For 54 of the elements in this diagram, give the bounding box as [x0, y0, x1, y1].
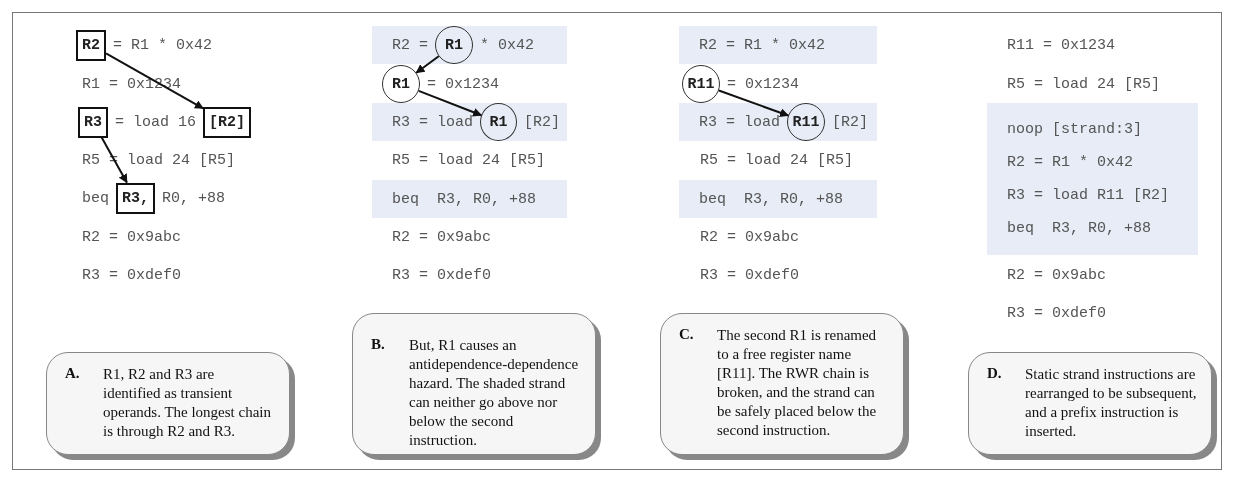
- shaded-band: [679, 180, 877, 218]
- code-text: noop [strand:3]: [1007, 121, 1143, 138]
- code-text: beq R3, R0, +88: [1007, 220, 1152, 237]
- code-text: R2 = 0x9abc: [1007, 266, 1107, 284]
- shaded-band: [679, 103, 877, 141]
- code-text: beq R3, R0, +88: [699, 190, 844, 208]
- code-text: R0, +88: [162, 189, 226, 207]
- arrow: [717, 89, 790, 117]
- shaded-band: [372, 180, 567, 218]
- arrow: [415, 55, 440, 74]
- code-text: R5 = load 24 [R5]: [1007, 75, 1161, 93]
- code-text: [R2]: [524, 113, 560, 131]
- code-text: = R1 * 0x42: [113, 36, 213, 54]
- code-text: R5 = load 24 [R5]: [700, 151, 854, 169]
- callout-letter: D.: [987, 364, 1002, 382]
- code-text: = 0x1234: [427, 75, 499, 93]
- operand-box: [R2]: [203, 106, 252, 138]
- shaded-band: [372, 26, 567, 64]
- arrow: [105, 52, 205, 110]
- shaded-band: [372, 103, 567, 141]
- code-text: = 0x1234: [727, 75, 799, 93]
- operand-box: R3,: [116, 182, 156, 214]
- code-text: R2 = 0x9abc: [700, 228, 800, 246]
- callout-letter: B.: [371, 335, 385, 353]
- callout-letter: A.: [65, 364, 80, 382]
- code-text: R2 = 0x9abc: [392, 228, 492, 246]
- operand-box: R3: [78, 106, 108, 138]
- shaded-band: [679, 26, 877, 64]
- code-text: R2 = 0x9abc: [82, 228, 182, 246]
- code-text: R2 = R1 * 0x42: [1007, 154, 1134, 171]
- code-text: R3 = 0xdef0: [700, 266, 800, 284]
- code-text: R3 = 0xdef0: [392, 266, 492, 284]
- code-text: R3 = load: [392, 113, 473, 131]
- arrow: [100, 136, 128, 184]
- callout-letter: C.: [679, 326, 694, 343]
- code-text: R3 = load: [699, 113, 780, 131]
- code-text: R2 =: [392, 36, 428, 54]
- callout-text: Static strand instructions are rearranged to be subsequent, and a prefix instruction is inserted.: [1025, 364, 1197, 441]
- code-text: beq R3, R0, +88: [392, 190, 537, 208]
- code-text: R5 = load 24 [R5]: [392, 151, 546, 169]
- callout-text: R1, R2 and R3 are identified as transient operands. The longest chain is through R2 and R3.: [103, 364, 272, 441]
- operand-box: R2: [76, 29, 106, 61]
- code-text: R3 = 0xdef0: [1007, 304, 1107, 322]
- code-text: R3 = load R11 [R2]: [1007, 187, 1170, 204]
- callout-text: The second R1 is renamed to a free register name [R11]. The RWR chain is broken, and the strand can be safely placed below the second instruction.: [717, 326, 878, 440]
- arrow: [417, 89, 483, 117]
- shaded-band: [987, 103, 1198, 255]
- code-text: [R2]: [832, 113, 869, 131]
- code-text: R11 = 0x1234: [1007, 36, 1116, 54]
- code-text: * 0x42: [480, 36, 535, 54]
- code-text: = load 16: [115, 113, 197, 131]
- code-text: R2 = R1 * 0x42: [699, 36, 826, 54]
- code-text: R3 = 0xdef0: [82, 266, 182, 284]
- callout-text: But, R1 causes an antidependence-dependence hazard. The shaded strand can neither go above nor below the second instruction.: [409, 335, 580, 450]
